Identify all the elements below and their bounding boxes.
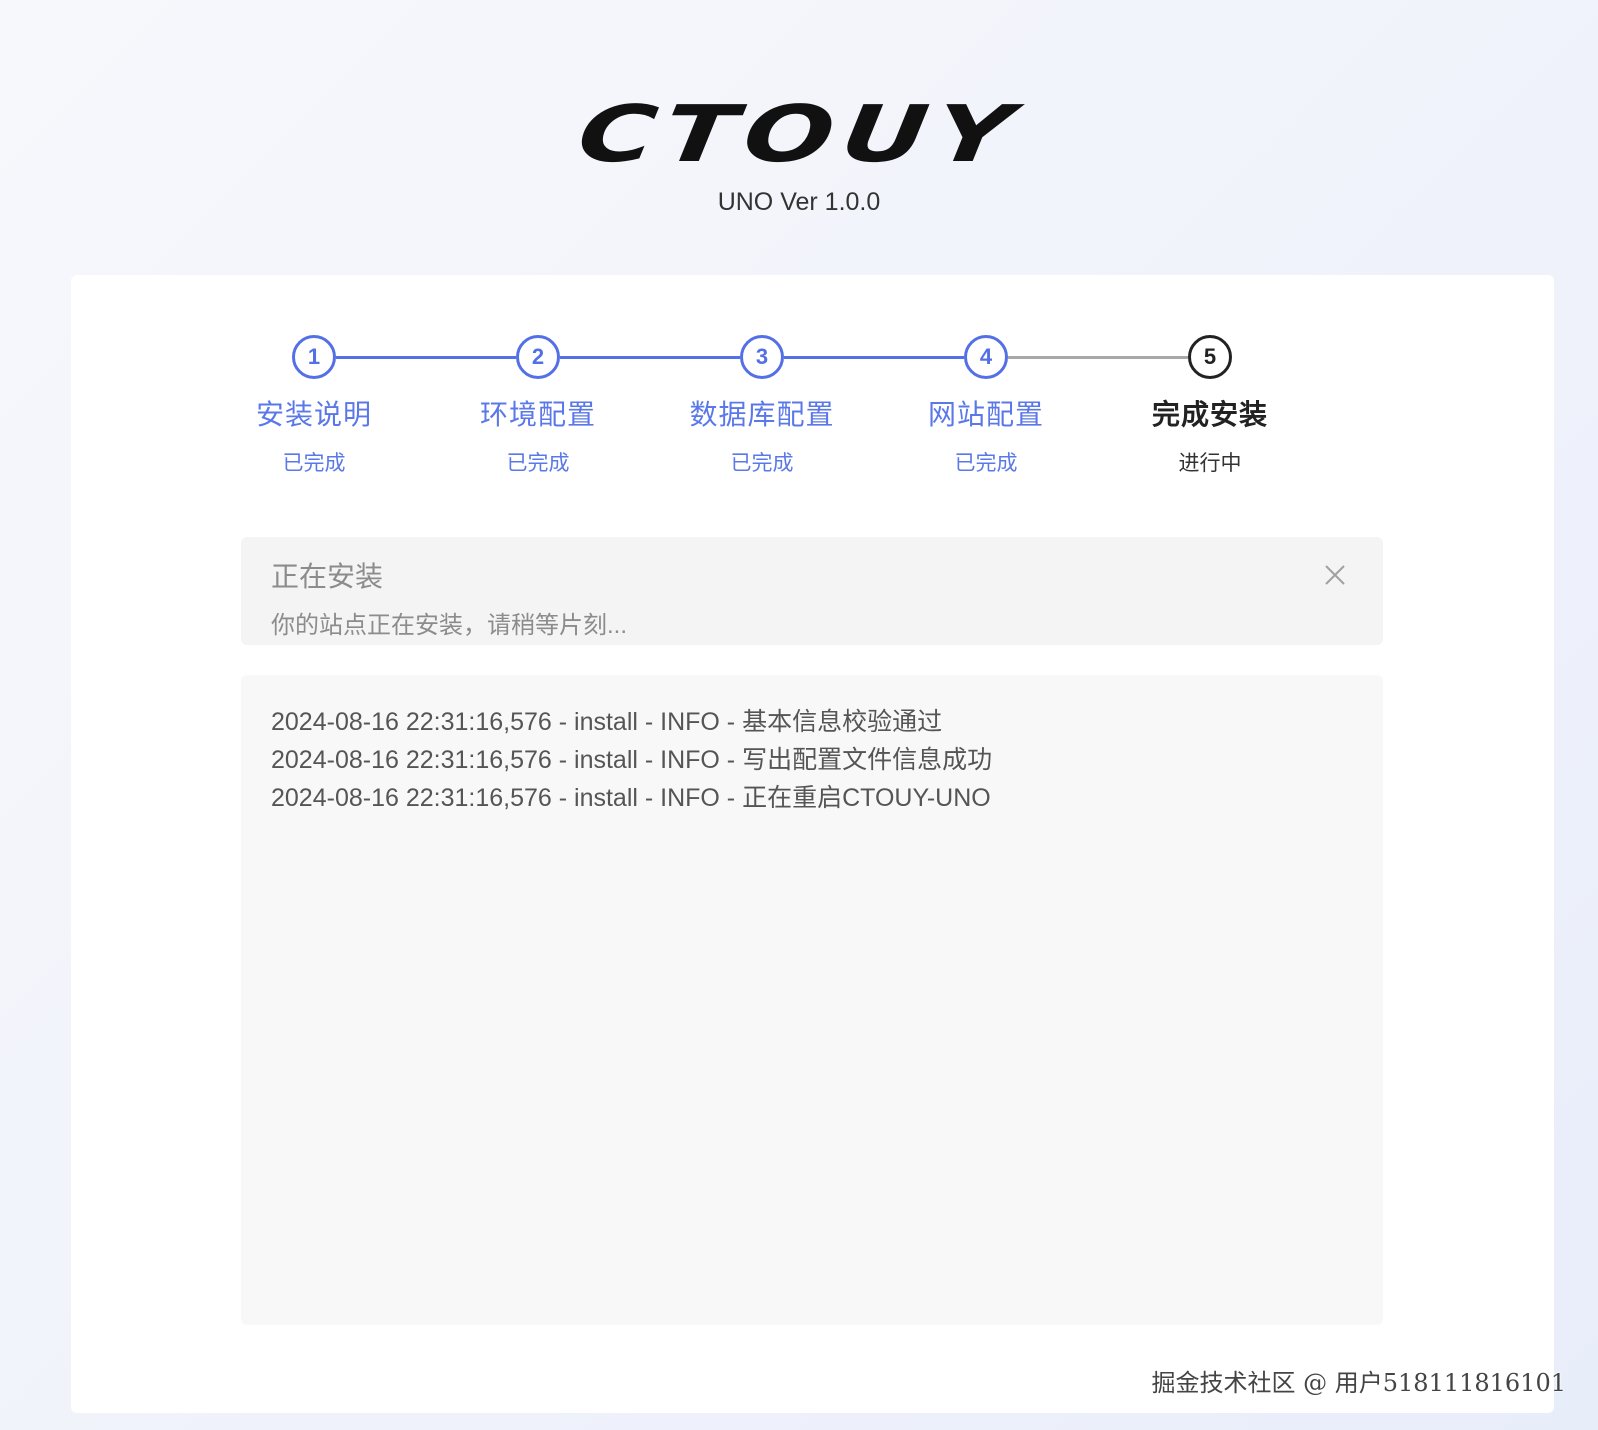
install-log[interactable]: 2024-08-16 22:31:16,576 - install - INFO… bbox=[241, 675, 1383, 1325]
step-4[interactable]: 4 网站配置 已完成 bbox=[866, 335, 1106, 477]
step-2-number: 2 bbox=[516, 335, 560, 379]
step-1[interactable]: 1 安装说明 已完成 bbox=[194, 335, 434, 477]
alert-title: 正在安装 bbox=[271, 561, 384, 592]
step-5[interactable]: 5 完成安装 进行中 bbox=[1090, 335, 1330, 477]
step-2[interactable]: 2 环境配置 已完成 bbox=[418, 335, 658, 477]
step-1-title: 安装说明 bbox=[255, 399, 372, 430]
step-1-number: 1 bbox=[292, 335, 336, 379]
step-3-status: 已完成 bbox=[730, 452, 794, 475]
step-5-number: 5 bbox=[1188, 335, 1232, 379]
install-card: 1 安装说明 已完成 2 环境配置 已完成 3 数据库配置 已完成 4 网站配置… bbox=[71, 275, 1554, 1413]
step-1-status: 已完成 bbox=[282, 452, 346, 475]
step-3-title: 数据库配置 bbox=[689, 399, 835, 430]
steps-bar: 1 安装说明 已完成 2 环境配置 已完成 3 数据库配置 已完成 4 网站配置… bbox=[256, 335, 1314, 495]
close-icon[interactable] bbox=[1323, 563, 1347, 587]
brand-logo: CTOUY bbox=[572, 90, 1026, 180]
log-line: 2024-08-16 22:31:16,576 - install - INFO… bbox=[271, 708, 943, 736]
alert-description: 你的站点正在安装，请稍等片刻... bbox=[271, 612, 628, 639]
step-4-status: 已完成 bbox=[954, 452, 1018, 475]
log-line: 2024-08-16 22:31:16,576 - install - INFO… bbox=[271, 746, 993, 774]
install-alert: 正在安装 你的站点正在安装，请稍等片刻... bbox=[241, 537, 1383, 645]
header: CTOUY UNO Ver 1.0.0 bbox=[0, 90, 1598, 217]
log-line: 2024-08-16 22:31:16,576 - install - INFO… bbox=[271, 784, 991, 812]
step-connector-1 bbox=[336, 356, 516, 359]
step-5-title: 完成安装 bbox=[1151, 399, 1268, 430]
step-4-title: 网站配置 bbox=[927, 399, 1044, 430]
step-3-number: 3 bbox=[740, 335, 784, 379]
step-connector-4 bbox=[1008, 356, 1188, 359]
watermark: 掘金技术社区 @ 用户518111816101 bbox=[1151, 1369, 1567, 1397]
step-4-number: 4 bbox=[964, 335, 1008, 379]
step-2-title: 环境配置 bbox=[479, 399, 596, 430]
step-2-status: 已完成 bbox=[506, 452, 570, 475]
step-3[interactable]: 3 数据库配置 已完成 bbox=[642, 335, 882, 477]
step-5-status: 进行中 bbox=[1178, 452, 1242, 475]
step-connector-3 bbox=[784, 356, 964, 359]
step-connector-2 bbox=[560, 356, 740, 359]
version-label: UNO Ver 1.0.0 bbox=[717, 188, 881, 216]
